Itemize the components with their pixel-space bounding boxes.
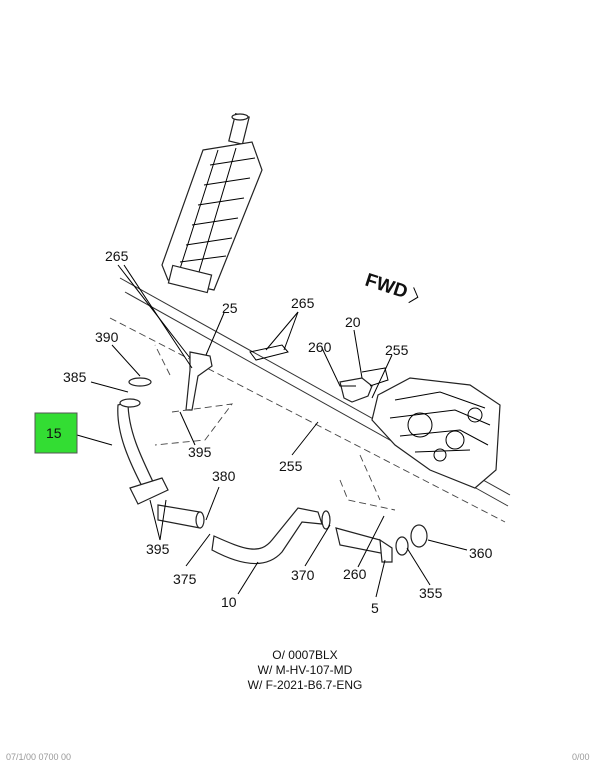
callout-20: 20 <box>345 314 361 330</box>
note-line: W/ F-2021-B6.7-ENG <box>247 678 363 692</box>
brackets <box>154 344 396 511</box>
callout-390: 390 <box>95 329 119 345</box>
callout-265: 265 <box>291 295 315 311</box>
footer-code-right: 0/00 <box>572 752 590 761</box>
callout-255: 255 <box>385 342 409 358</box>
callout-255: 255 <box>279 458 303 474</box>
aftertreatment-canister <box>161 112 263 294</box>
callout-380: 380 <box>212 468 236 484</box>
callout-260: 260 <box>308 339 332 355</box>
footer-code-left: 07/1/00 0700 00 <box>6 752 72 761</box>
callout-5: 5 <box>371 600 379 616</box>
callout-360: 360 <box>469 545 493 561</box>
note-line: O/ 0007BLX <box>272 648 338 662</box>
callout-15: 15 <box>46 425 62 441</box>
callout-260: 260 <box>343 566 367 582</box>
callout-265: 265 <box>105 248 129 264</box>
highlighted-part-box[interactable] <box>34 412 78 454</box>
callout-370: 370 <box>291 567 315 583</box>
callout-10: 10 <box>221 594 237 610</box>
engine <box>371 377 501 489</box>
callout-395: 395 <box>146 541 170 557</box>
callout-25: 25 <box>222 300 238 316</box>
leader-lines <box>76 264 468 598</box>
callout-385: 385 <box>63 369 87 385</box>
exhaust-pipes <box>117 377 428 564</box>
applicability-notes: O/ 0007BLX W/ M-HV-107-MD W/ F-2021-B6.7… <box>0 648 610 693</box>
callout-355: 355 <box>419 585 443 601</box>
callout-375: 375 <box>173 571 197 587</box>
callouts: 265 25 265 20 260 255 390 385 15 395 255… <box>46 248 493 616</box>
note-line: W/ M-HV-107-MD <box>257 663 353 677</box>
forward-indicator: FWD <box>362 270 419 303</box>
fwd-label: FWD <box>362 270 410 303</box>
callout-395: 395 <box>188 444 212 460</box>
